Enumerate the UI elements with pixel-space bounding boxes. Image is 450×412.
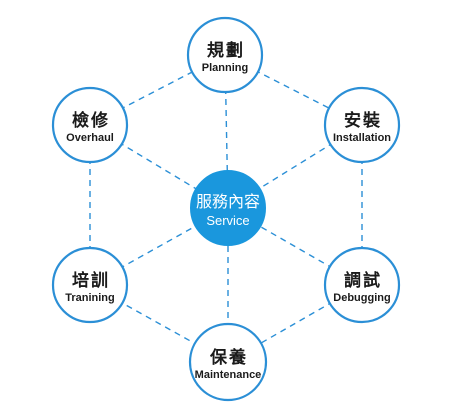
node-installation: 安裝 Installation <box>323 86 401 164</box>
center-title: 服務內容 <box>196 192 260 211</box>
node-tranining-circle <box>51 246 129 324</box>
center-subtitle: Service <box>206 213 249 228</box>
node-overhaul-circle <box>51 86 129 164</box>
node-tranining: 培訓 Tranining <box>51 246 129 324</box>
node-overhaul-subtitle: Overhaul <box>66 132 114 144</box>
node-debugging-circle <box>323 246 401 324</box>
node-debugging-title: 調試 <box>344 270 382 291</box>
node-debugging-subtitle: Debugging <box>333 292 390 304</box>
node-maintenance-title: 保養 <box>209 347 248 368</box>
node-debugging: 調試 Debugging <box>323 246 401 324</box>
node-overhaul: 檢修 Overhaul <box>51 86 129 164</box>
node-installation-title: 安裝 <box>344 110 382 131</box>
node-installation-subtitle: Installation <box>333 132 391 144</box>
node-planning-title: 規劃 <box>207 40 245 61</box>
node-planning-subtitle: Planning <box>202 62 248 74</box>
node-installation-circle <box>323 86 401 164</box>
node-planning: 規劃 Planning <box>186 16 264 94</box>
node-overhaul-title: 檢修 <box>72 110 110 131</box>
node-maintenance: 保養 Maintenance <box>188 322 268 402</box>
node-tranining-subtitle: Tranining <box>65 292 115 304</box>
center-circle <box>190 170 266 246</box>
node-tranining-title: 培訓 <box>72 270 110 291</box>
node-maintenance-subtitle: Maintenance <box>195 369 262 381</box>
center-node: 服務內容 Service <box>190 170 266 246</box>
node-planning-circle <box>186 16 264 94</box>
node-maintenance-circle <box>188 322 268 402</box>
